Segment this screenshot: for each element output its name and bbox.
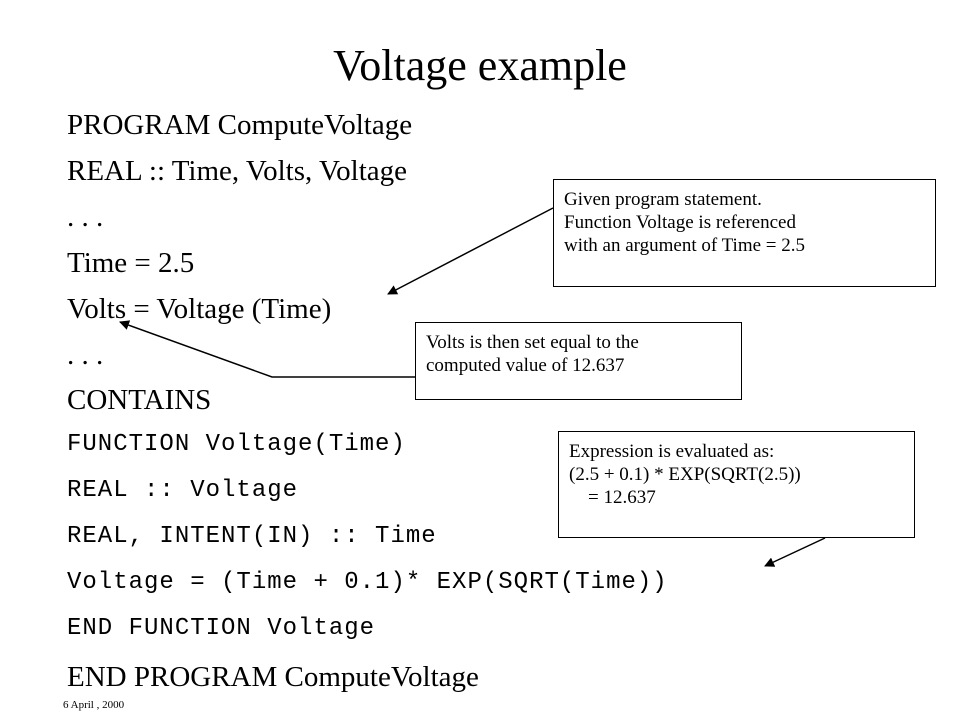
code-line-volts-assign: Volts = Voltage (Time) <box>67 293 332 325</box>
code-line-end-program: END PROGRAM ComputeVoltage <box>67 661 479 693</box>
callout-given-line-1: Given program statement. <box>564 189 762 210</box>
callout-expression-line-2: (2.5 + 0.1) * EXP(SQRT(2.5)) <box>569 464 801 485</box>
arrow-volts-to-volts-variable <box>119 320 415 378</box>
code-line-program: PROGRAM ComputeVoltage <box>67 109 413 141</box>
callout-expression-line-3: = 12.637 <box>569 487 656 508</box>
arrow-expression-to-code <box>764 537 826 567</box>
callout-volts-line-1: Volts is then set equal to the <box>426 332 639 353</box>
code-line-ellipsis-2: . . . <box>67 339 104 371</box>
code-line-intent-decl: REAL, INTENT(IN) :: Time <box>67 523 437 550</box>
code-line-expression: Voltage = (Time + 0.1)* EXP(SQRT(Time)) <box>67 569 668 596</box>
slide-title: Voltage example <box>333 41 627 90</box>
callout-expression-evaluated: Expression is evaluated as: (2.5 + 0.1) … <box>558 431 915 538</box>
callout-given-line-3: with an argument of Time = 2.5 <box>564 235 805 256</box>
callout-given-line-2: Function Voltage is referenced <box>564 212 796 233</box>
code-line-contains: CONTAINS <box>67 384 212 416</box>
code-line-function-header: FUNCTION Voltage(Time) <box>67 431 406 458</box>
footer-date: 6 April , 2000 <box>63 699 125 711</box>
callout-volts-set: Volts is then set equal to the computed … <box>415 322 742 400</box>
code-line-declaration: REAL :: Time, Volts, Voltage <box>67 155 408 187</box>
callout-expression-line-1: Expression is evaluated as: <box>569 441 775 462</box>
arrow-given-to-volts-line <box>387 207 554 295</box>
code-line-time-assign: Time = 2.5 <box>67 247 195 279</box>
callout-volts-line-2: computed value of 12.637 <box>426 355 625 376</box>
code-line-ellipsis: . . . <box>67 201 104 233</box>
code-line-function-decl: REAL :: Voltage <box>67 477 299 504</box>
callout-given-statement: Given program statement. Function Voltag… <box>553 179 936 287</box>
code-line-end-function: END FUNCTION Voltage <box>67 615 376 642</box>
